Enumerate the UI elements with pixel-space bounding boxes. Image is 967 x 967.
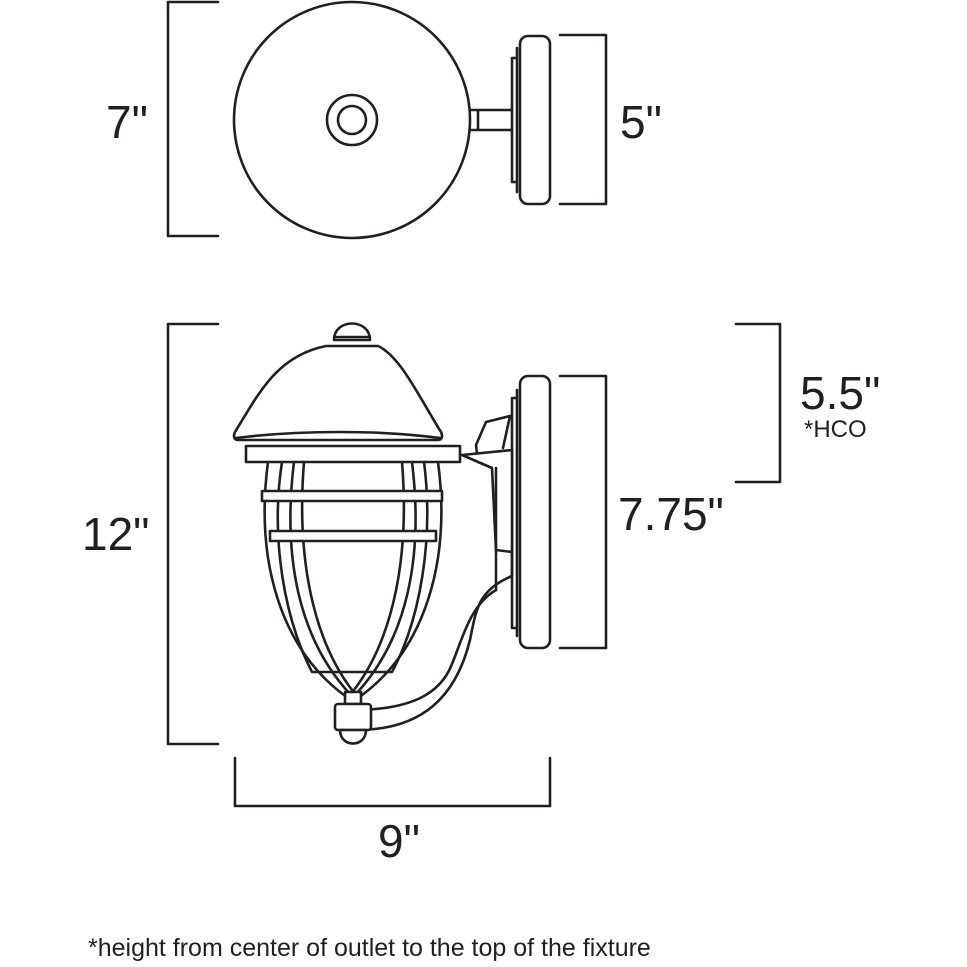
lantern-bottom-collar (343, 690, 363, 706)
lantern-cage-band-upper (260, 489, 444, 503)
side-backplate (518, 374, 552, 650)
top-finial-center (336, 104, 368, 136)
side-view (166, 322, 782, 808)
side-arm-curve (360, 574, 514, 732)
top-backplate (518, 34, 552, 206)
side-backplate-bracket (558, 374, 608, 650)
top-canopy (232, 0, 472, 240)
top-height-label: 7" (106, 96, 148, 148)
side-width-bracket (233, 756, 552, 808)
side-height-label: 12" (82, 508, 150, 560)
side-arm-curve-inner (360, 588, 498, 712)
top-backplate-flange (510, 46, 519, 194)
side-hco-bracket (734, 322, 782, 484)
top-backplate-bracket (558, 33, 608, 206)
lantern-roof (232, 344, 444, 442)
top-arm (468, 108, 514, 132)
lantern-bottom-cap (333, 702, 373, 732)
footnote: *height from center of outlet to the top… (88, 934, 651, 962)
side-height-bracket (166, 322, 220, 746)
top-view (166, 0, 608, 240)
lantern-roof-rim (234, 430, 442, 440)
side-arm-stem (494, 466, 514, 592)
side-arm-block (460, 448, 514, 554)
side-hco-label: 5.5" (800, 367, 881, 419)
top-backplate-label: 5" (620, 96, 662, 148)
side-hco-note: *HCO (804, 416, 867, 443)
lantern-cage-band-lower (268, 529, 438, 543)
lantern-bottom-knob (338, 728, 368, 745)
side-width-label: 9" (378, 815, 420, 867)
side-backplate-label: 7.75" (618, 488, 724, 540)
top-height-bracket (166, 0, 220, 238)
lantern-roof-band (244, 444, 462, 464)
top-finial-ring (325, 93, 379, 147)
